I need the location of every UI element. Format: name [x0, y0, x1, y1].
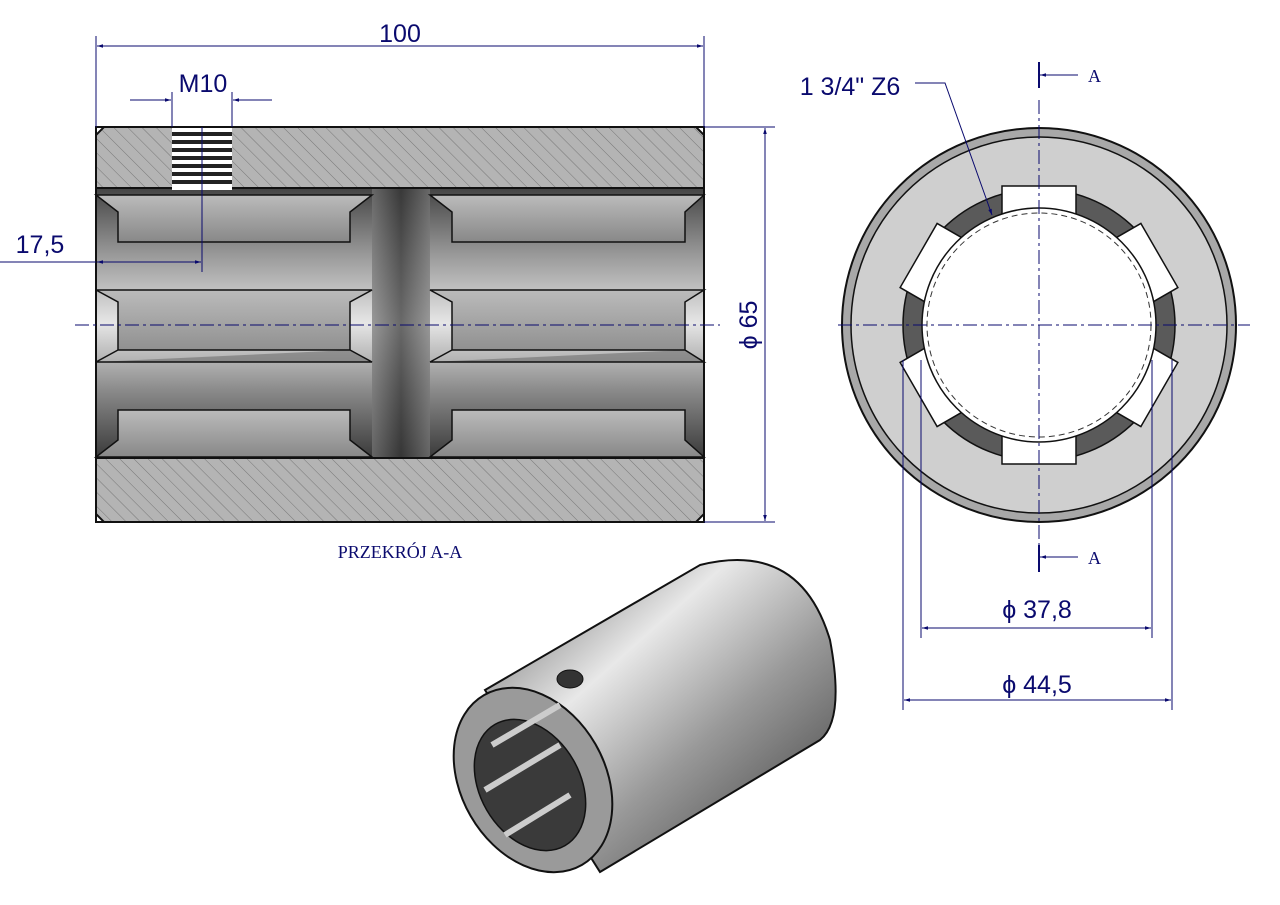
svg-text:ϕ 44,5: ϕ 44,5 — [1002, 671, 1072, 699]
spline-leader: 1 3/4" Z6 — [800, 73, 993, 216]
threaded-hole-iso — [556, 669, 584, 689]
dimension-diameter-44-5: ϕ 44,5 — [902, 360, 1173, 710]
svg-text:A: A — [1088, 66, 1101, 86]
svg-text:ϕ 37,8: ϕ 37,8 — [1002, 596, 1072, 624]
svg-text:M10: M10 — [179, 70, 228, 98]
svg-text:ϕ 65: ϕ 65 — [735, 301, 763, 350]
center-groove — [372, 188, 430, 458]
dimension-hole-offset: 17,5 — [0, 127, 203, 272]
section-marker-top: A — [1038, 62, 1101, 88]
bottom-wall-section — [95, 457, 705, 523]
spline-slots — [93, 194, 707, 458]
dimension-length: 100 — [95, 20, 705, 127]
end-view — [838, 100, 1250, 545]
dimension-thread: M10 — [130, 70, 272, 127]
section-marker-bottom: A — [1038, 545, 1101, 572]
svg-text:100: 100 — [379, 20, 421, 48]
dimension-outer-diameter: ϕ 65 — [704, 126, 775, 523]
section-view — [75, 126, 720, 523]
svg-text:A: A — [1088, 548, 1101, 568]
isometric-view — [452, 559, 837, 874]
spline-grooves — [899, 185, 1179, 465]
svg-text:17,5: 17,5 — [16, 231, 65, 259]
svg-text:1 3/4" Z6: 1 3/4" Z6 — [800, 73, 901, 101]
dimension-diameter-37-8: ϕ 37,8 — [920, 360, 1153, 638]
section-title: PRZEKRÓJ A-A — [338, 541, 463, 562]
